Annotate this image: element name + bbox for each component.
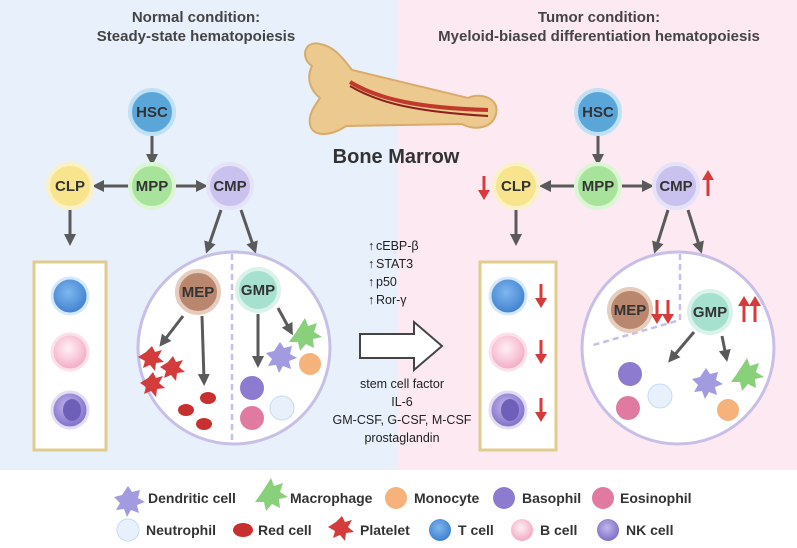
transcription-factor-list: ↑ cEBP-β ↑ STAT3 ↑ p50 ↑ Ror-γ: [368, 239, 419, 307]
legend-item-neutrophil: Neutrophil: [116, 518, 216, 542]
tumor-title-line1: Tumor condition:: [538, 9, 660, 26]
legend-item-eosinophil: Eosinophil: [592, 487, 692, 509]
legend-item-dendritic-cell: Dendritic cell: [114, 486, 236, 517]
svg-text:MEP: MEP: [182, 284, 215, 301]
normal-platelets: [138, 346, 185, 397]
monocyte-icon: [385, 487, 407, 509]
svg-text:CMP: CMP: [213, 178, 246, 195]
tf-label: p50: [376, 275, 397, 289]
normal-t-cell: [50, 276, 90, 316]
legend-item-red-cell: Red cell: [233, 522, 312, 538]
tf-label: Ror-γ: [376, 293, 407, 307]
svg-text:IL-6: IL-6: [391, 395, 413, 409]
tf-arrow: ↑: [368, 239, 374, 253]
normal-b-cell: [50, 332, 90, 372]
legend-item-nk-cell: NK cell: [597, 519, 673, 541]
normal-myeloid-cells: [240, 318, 322, 430]
svg-text:CMP: CMP: [659, 178, 692, 195]
svg-text:T cell: T cell: [458, 522, 494, 538]
normal-clp-node: CLP: [46, 162, 94, 210]
basophil-icon: [493, 487, 515, 509]
svg-text:NK cell: NK cell: [626, 522, 673, 538]
tf-arrow: ↑: [368, 257, 374, 271]
svg-text:stem cell factor: stem cell factor: [360, 377, 444, 391]
svg-text:CLP: CLP: [501, 178, 531, 195]
svg-text:MPP: MPP: [136, 178, 169, 195]
svg-text:Platelet: Platelet: [360, 522, 410, 538]
tumor-change-arrows: [478, 170, 714, 200]
transition-arrow: [359, 319, 444, 373]
normal-myeloid-arrows: [159, 307, 293, 386]
svg-text:Red cell: Red cell: [258, 522, 312, 538]
tumor-cmp-node: CMP: [652, 162, 700, 210]
tumor-lineage-arrows: [510, 136, 704, 254]
legend-item-macrophage: Macrophage: [255, 478, 373, 511]
tumor-b-cell: [488, 332, 528, 372]
tumor-clp-node: CLP: [492, 162, 540, 210]
svg-text:MPP: MPP: [582, 178, 615, 195]
normal-mpp-node: MPP: [128, 162, 176, 210]
tumor-mpp-node: MPP: [574, 162, 622, 210]
legend: Dendritic cell Macrophage Monocyte Basop…: [114, 478, 692, 542]
tumor-hsc-node: HSC: [574, 88, 622, 136]
svg-text:Macrophage: Macrophage: [290, 490, 373, 506]
svg-text:Neutrophil: Neutrophil: [146, 522, 216, 538]
tumor-mep-node: MEP: [607, 287, 653, 333]
macrophage-icon: [255, 478, 288, 511]
svg-text:Eosinophil: Eosinophil: [620, 490, 692, 506]
legend-item-t-cell: T cell: [429, 519, 494, 541]
tumor-progenitor-change-arrows: [651, 296, 761, 324]
neutrophil-icon: [116, 518, 140, 542]
tumor-title-line2: Myeloid-biased differentiation hematopoi…: [438, 28, 760, 45]
svg-text:CLP: CLP: [55, 178, 85, 195]
svg-text:GM-CSF, G-CSF, M-CSF: GM-CSF, G-CSF, M-CSF: [333, 413, 472, 427]
platelet-icon: [328, 516, 354, 541]
b-cell-icon: [511, 519, 533, 541]
legend-item-b-cell: B cell: [511, 519, 577, 541]
t-cell-icon: [429, 519, 451, 541]
svg-text:B cell: B cell: [540, 522, 577, 538]
normal-gmp-node: GMP: [235, 267, 281, 313]
stimuli-list: stem cell factor IL-6 GM-CSF, G-CSF, M-C…: [333, 377, 472, 445]
bone-marrow-label: Bone Marrow: [333, 146, 460, 168]
tumor-myeloid-circle: [580, 250, 776, 446]
normal-cmp-node: CMP: [206, 162, 254, 210]
svg-text:HSC: HSC: [136, 104, 168, 121]
legend-item-platelet: Platelet: [328, 516, 410, 541]
bone-icon: [304, 42, 498, 135]
normal-title-line1: Normal condition:: [132, 9, 260, 26]
svg-text:Monocyte: Monocyte: [414, 490, 480, 506]
legend-item-monocyte: Monocyte: [385, 487, 480, 509]
eosinophil-icon: [592, 487, 614, 509]
tumor-t-cell: [488, 276, 528, 316]
normal-hsc-node: HSC: [128, 88, 176, 136]
tf-label: STAT3: [376, 257, 413, 271]
svg-text:GMP: GMP: [241, 282, 275, 299]
svg-text:MEP: MEP: [614, 302, 647, 319]
red-cell-icon: [233, 523, 253, 537]
tf-arrow: ↑: [368, 275, 374, 289]
tumor-myeloid-cells: [616, 358, 764, 421]
normal-nk-cell: [50, 390, 90, 430]
svg-text:prostaglandin: prostaglandin: [364, 431, 439, 445]
svg-text:Basophil: Basophil: [522, 490, 581, 506]
svg-text:Dendritic cell: Dendritic cell: [148, 490, 236, 506]
legend-item-basophil: Basophil: [493, 487, 581, 509]
tumor-lymphoid-down-arrows: [535, 284, 547, 422]
tf-label: cEBP-β: [376, 239, 419, 253]
dendritic-cell-icon: [114, 486, 145, 517]
normal-title-line2: Steady-state hematopoiesis: [97, 28, 295, 45]
nk-cell-icon: [597, 519, 619, 541]
svg-text:GMP: GMP: [693, 304, 727, 321]
tumor-nk-cell: [488, 390, 528, 430]
normal-red-cells: [178, 392, 216, 430]
normal-lineage-arrows: [64, 136, 258, 254]
svg-text:HSC: HSC: [582, 104, 614, 121]
tumor-myeloid-arrows: [668, 331, 731, 363]
tumor-gmp-node: GMP: [687, 289, 733, 335]
normal-mep-node: MEP: [175, 269, 221, 315]
tf-arrow: ↑: [368, 293, 374, 307]
